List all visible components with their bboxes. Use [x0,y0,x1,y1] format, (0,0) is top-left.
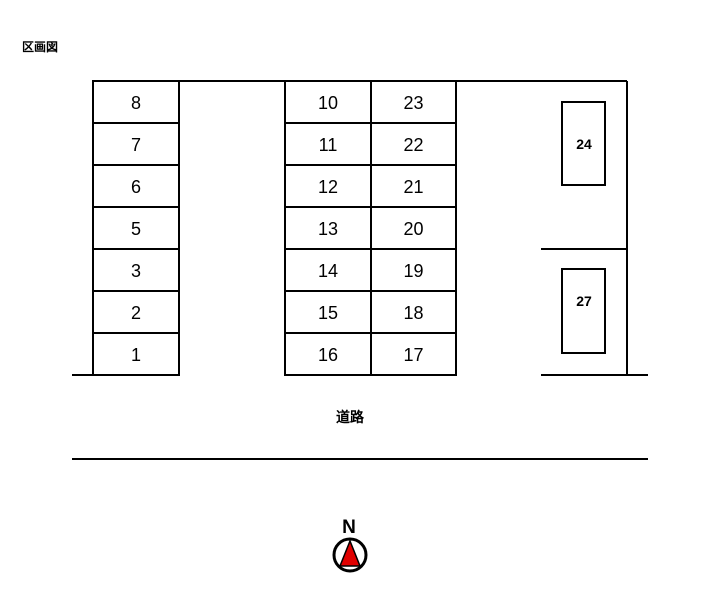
lot-number: 19 [403,261,423,281]
lot-number: 21 [403,177,423,197]
lot-number: 14 [318,261,338,281]
lot-number: 11 [319,135,338,155]
lot-number: 20 [403,219,423,239]
lot-column-center-left: 10 11 12 13 14 15 16 [284,80,372,376]
lot-number: 2 [131,303,141,323]
lot-number: 10 [318,93,338,113]
lot-number: 15 [318,303,338,323]
lot-column-center-right: 23 22 21 20 19 18 17 [370,80,457,376]
lot-number: 1 [131,345,141,365]
north-compass: N [332,517,368,573]
north-letter: N [342,517,356,538]
lot-number: 17 [403,345,423,365]
lot-number: 22 [403,135,423,155]
lot-number: 13 [318,219,338,239]
lot-number: 24 [576,136,592,152]
parking-space [92,332,180,376]
lot-number: 5 [131,219,141,239]
lot-27-box [561,268,606,354]
parking-space [370,332,457,376]
lot-column-left: 8 7 6 5 3 2 1 [92,80,180,376]
page-title: 区画図 [22,40,59,54]
compass-arrow-icon [338,538,362,567]
lot-24-box [561,101,606,186]
lot-number: 16 [318,345,338,365]
lot-number: 6 [131,177,141,197]
lot-number: 3 [131,261,141,281]
lot-number: 18 [403,303,423,323]
lot-number: 12 [318,177,338,197]
lot-number: 8 [131,93,141,113]
lot-number: 23 [403,93,423,113]
road-label: 道路 [336,409,365,426]
lot-number: 7 [131,135,141,155]
lot-number: 27 [576,293,592,309]
